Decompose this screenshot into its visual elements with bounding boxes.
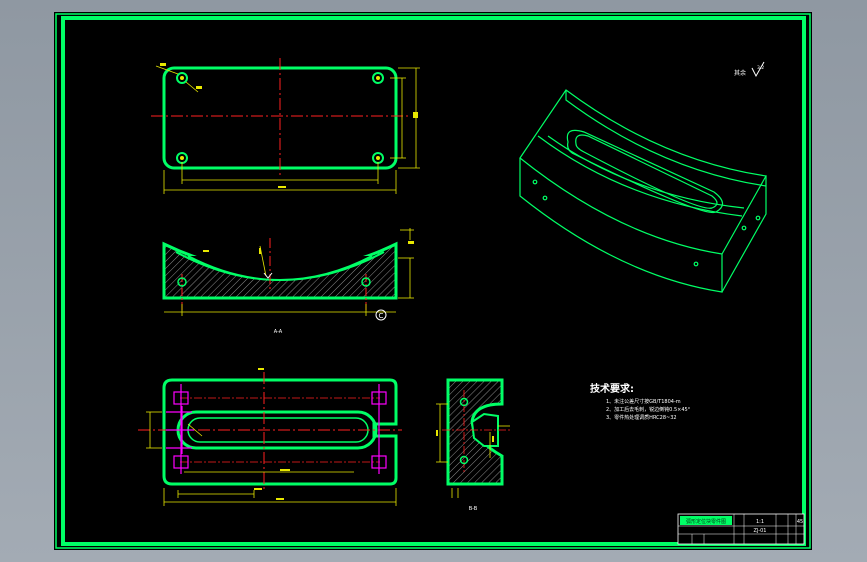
top-view bbox=[151, 58, 420, 194]
title-block-name-cell bbox=[680, 516, 732, 525]
section-label-aa: A-A bbox=[274, 329, 283, 335]
tech-req-item: 1、未注公差尺寸按GB/T1804-m bbox=[606, 398, 681, 405]
roughness-value: 3.2 bbox=[757, 65, 764, 71]
tech-req-item: 2、加工后去毛刺，锐边倒钝0.5×45° bbox=[606, 406, 691, 413]
roughness-label: 其余 bbox=[734, 69, 746, 77]
section-view-bb: B-B bbox=[436, 378, 510, 512]
tech-req-item: 3、零件热处理调质HRC28~32 bbox=[606, 414, 677, 421]
title-block-ratio: 1:1 bbox=[756, 519, 764, 525]
detail-marker-label: C bbox=[379, 312, 384, 320]
outer-frame bbox=[55, 13, 811, 549]
cad-viewport[interactable]: C A-A bbox=[54, 12, 812, 550]
isometric-view bbox=[519, 89, 767, 293]
title-block: 弧形定位块零件图 1:1 ZJ-01 45 bbox=[677, 513, 805, 545]
tech-req-title: 技术要求: bbox=[590, 382, 634, 395]
cad-drawing-sheet: C A-A bbox=[55, 13, 811, 549]
roughness-note: 其余 3.2 bbox=[734, 61, 765, 78]
title-block-material: 45 bbox=[797, 519, 803, 525]
title-block-name: 弧形定位块零件图 bbox=[686, 518, 726, 525]
inner-frame bbox=[61, 16, 806, 546]
section-view-aa: C A-A bbox=[162, 228, 414, 335]
section-label-bb: B-B bbox=[469, 506, 478, 512]
title-block-drawing-no: ZJ-01 bbox=[754, 528, 767, 534]
detail-circle-marker bbox=[375, 309, 387, 321]
roughness-symbol-icon bbox=[751, 61, 765, 78]
technical-requirements: 技术要求: 1、未注公差尺寸按GB/T1804-m 2、加工后去毛刺，锐边倒钝0… bbox=[590, 382, 691, 421]
bottom-view bbox=[138, 368, 402, 506]
